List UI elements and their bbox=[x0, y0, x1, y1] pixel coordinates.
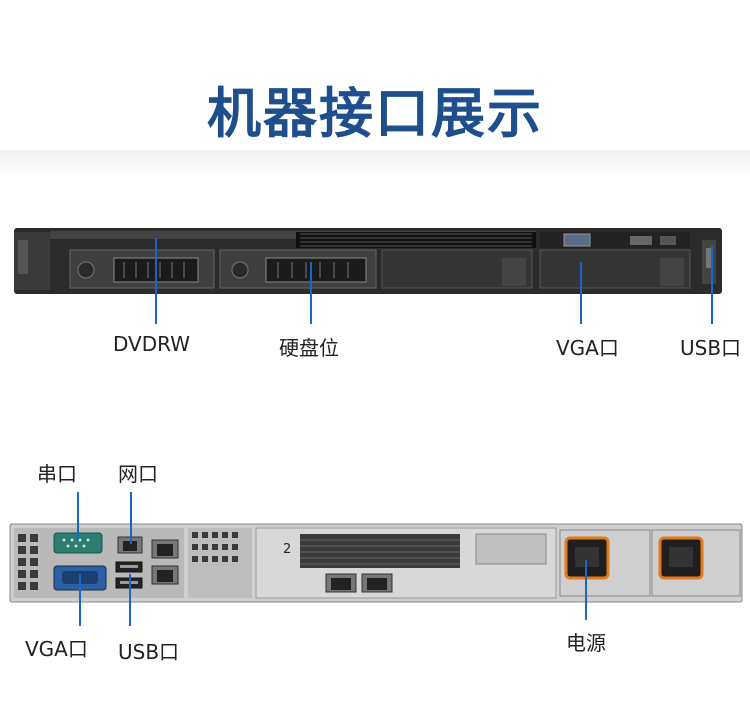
label-rear-usb: USB口 bbox=[118, 640, 180, 664]
pointer-hdd-bay bbox=[310, 262, 312, 324]
label-front-vga: VGA口 bbox=[556, 336, 619, 360]
pointer-rear-vga bbox=[79, 574, 81, 626]
label-serial: 串口 bbox=[37, 462, 77, 486]
pointer-front-vga bbox=[580, 262, 582, 324]
label-dvdrw: DVDRW bbox=[113, 332, 190, 356]
label-power: 电源 bbox=[566, 631, 606, 655]
page-title: 机器接口展示 bbox=[207, 82, 543, 145]
pointer-network bbox=[130, 492, 132, 544]
pointer-serial bbox=[77, 492, 79, 540]
title-divider bbox=[0, 150, 750, 180]
pointer-rear-usb bbox=[129, 574, 131, 626]
pointer-dvdrw bbox=[155, 238, 157, 324]
label-network: 网口 bbox=[118, 462, 158, 486]
label-front-usb: USB口 bbox=[680, 336, 742, 360]
label-rear-vga: VGA口 bbox=[25, 637, 88, 661]
label-hdd-bay: 硬盘位 bbox=[279, 336, 339, 360]
pointer-front-usb bbox=[711, 246, 713, 324]
slot-number: 2 bbox=[283, 542, 292, 557]
pointer-power bbox=[585, 560, 587, 620]
